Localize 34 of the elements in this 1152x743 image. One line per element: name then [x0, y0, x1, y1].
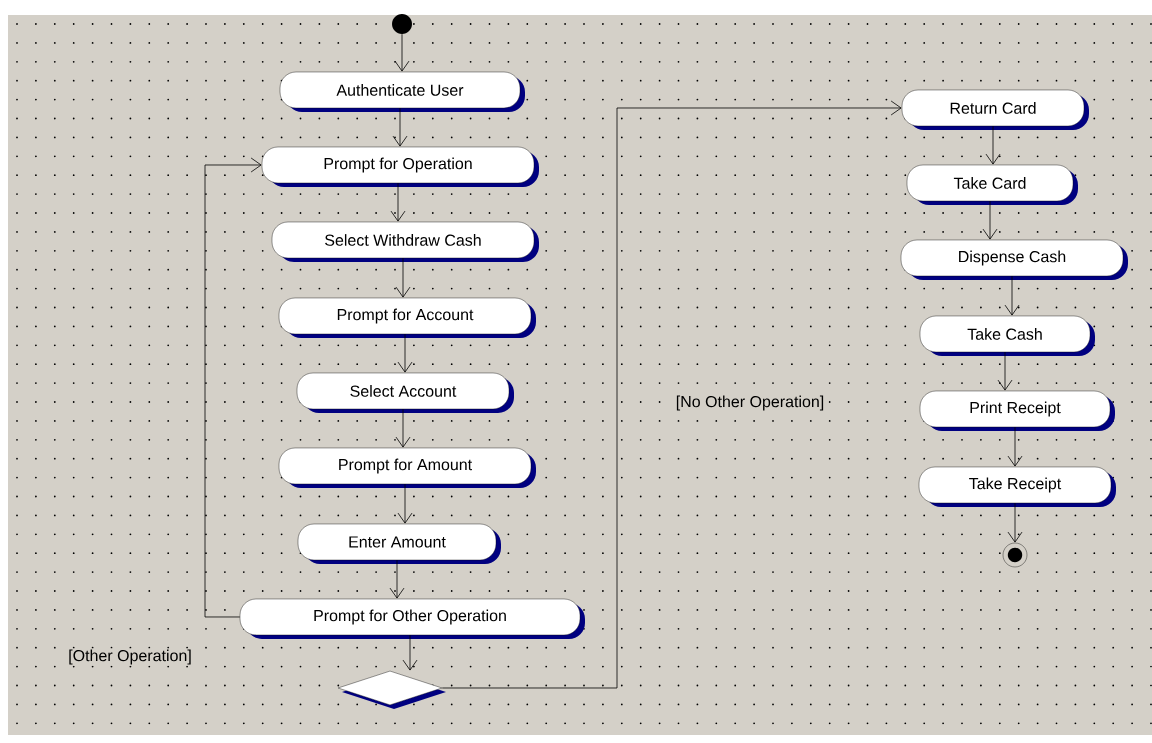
arrow: [1007, 426, 1023, 467]
final-state: [1002, 542, 1028, 568]
activity-box: Enter Amount: [297, 523, 501, 564]
activity-box: Prompt for Amount: [278, 447, 536, 488]
arrow: [395, 408, 411, 448]
arrow: [397, 483, 413, 524]
arrow: [397, 333, 413, 373]
arrow: [394, 33, 410, 72]
arrow: [1004, 275, 1020, 316]
activity-box: Select Withdraw Cash: [271, 221, 539, 262]
arrow: [402, 634, 418, 671]
arrow: [1007, 502, 1023, 543]
arrow: [997, 351, 1013, 391]
activity-box: Prompt for Operation: [261, 146, 539, 187]
arrow: [204, 157, 262, 618]
activity-box: Return Card: [901, 89, 1089, 130]
arrow: [389, 559, 405, 599]
activity-box: Prompt for Other Operation: [239, 598, 585, 639]
arrow: [395, 257, 411, 298]
arrow: [985, 125, 1001, 165]
initial-state: [392, 14, 412, 34]
decision-diamond: [337, 670, 446, 709]
activity-box: Take Cash: [919, 315, 1095, 356]
activity-box: Print Receipt: [919, 390, 1115, 431]
arrow: [390, 182, 406, 222]
activity-box: Take Card: [906, 164, 1078, 205]
arrow: [441, 100, 902, 689]
activity-box: Take Receipt: [918, 466, 1116, 507]
arrow: [392, 107, 408, 147]
arrow: [982, 200, 998, 240]
activity-box: Prompt for Account: [278, 297, 536, 338]
activity-box: Dispense Cash: [900, 239, 1128, 280]
activity-box: Select Account: [296, 372, 514, 413]
activity-box: Authenticate User: [279, 71, 525, 112]
